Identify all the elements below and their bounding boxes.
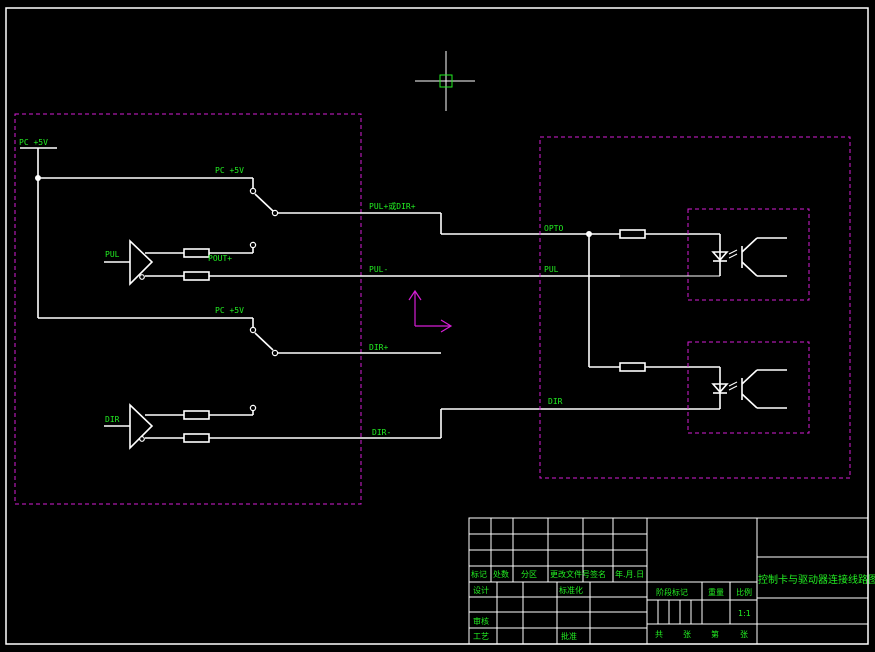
pul-dir-plus-label: PUL+或DIR+ bbox=[369, 201, 416, 211]
tb-weight: 重量 bbox=[708, 587, 724, 597]
dir-plus-label: DIR+ bbox=[369, 343, 388, 352]
tb-scale-value: 1:1 bbox=[738, 609, 751, 618]
switch2-label: PC +5V bbox=[215, 306, 244, 315]
resistor-pul-bottom bbox=[183, 271, 210, 281]
resistor-opto-1 bbox=[619, 229, 646, 239]
tb-standard: 标准化 bbox=[559, 585, 583, 595]
ucs-axis-icon bbox=[408, 289, 453, 333]
driver-boundary bbox=[539, 136, 851, 479]
tb-mark: 标记 bbox=[471, 569, 487, 579]
optocoupler-1-boundary bbox=[687, 208, 810, 301]
supply-label: PC +5V bbox=[19, 138, 48, 147]
tb-sheet-of: 第 bbox=[711, 629, 719, 639]
pul-buffer bbox=[129, 239, 154, 286]
tb-craft: 工艺 bbox=[473, 632, 489, 641]
dir-minus-label: DIR- bbox=[372, 428, 391, 437]
pul-input-label: PUL bbox=[105, 250, 120, 259]
switch1-label: PC +5V bbox=[215, 166, 244, 175]
optocoupler-2-boundary bbox=[687, 341, 810, 434]
tb-date: 年.月.日 bbox=[615, 569, 644, 579]
drawing-title: 控制卡与驱动器连接线路图 bbox=[758, 573, 875, 586]
title-block bbox=[468, 517, 869, 645]
control-card-boundary bbox=[14, 113, 362, 505]
dir-right-label: DIR bbox=[548, 397, 563, 406]
resistor-opto-2 bbox=[619, 362, 646, 372]
crosshair-icon bbox=[415, 51, 475, 111]
pul-minus-label: PUL- bbox=[369, 265, 388, 274]
tb-change: 更改文件号 bbox=[550, 569, 590, 579]
tb-stage: 阶段标记 bbox=[656, 587, 688, 597]
resistor-pul-top bbox=[183, 248, 210, 258]
tb-review: 审核 bbox=[473, 616, 489, 626]
pout-label: POUT+ bbox=[208, 254, 232, 263]
tb-sheets-label: 张 bbox=[683, 630, 691, 639]
tb-sign: 签名 bbox=[590, 569, 606, 579]
tb-sheet-label2: 张 bbox=[740, 630, 748, 639]
pul-right-label: PUL bbox=[544, 265, 559, 274]
dir-input-label: DIR bbox=[105, 415, 120, 424]
tb-count: 处数 bbox=[493, 569, 509, 579]
resistor-dir-bottom bbox=[183, 433, 210, 443]
tb-sheets-total: 共 bbox=[655, 630, 663, 639]
tb-zone: 分区 bbox=[521, 570, 537, 579]
tb-design: 设计 bbox=[473, 585, 489, 595]
tb-scale: 比例 bbox=[736, 587, 752, 597]
opto-label: OPTO bbox=[544, 224, 563, 233]
tb-approve: 批准 bbox=[561, 631, 577, 641]
resistor-dir-top bbox=[183, 410, 210, 420]
drawing-border bbox=[5, 7, 869, 645]
